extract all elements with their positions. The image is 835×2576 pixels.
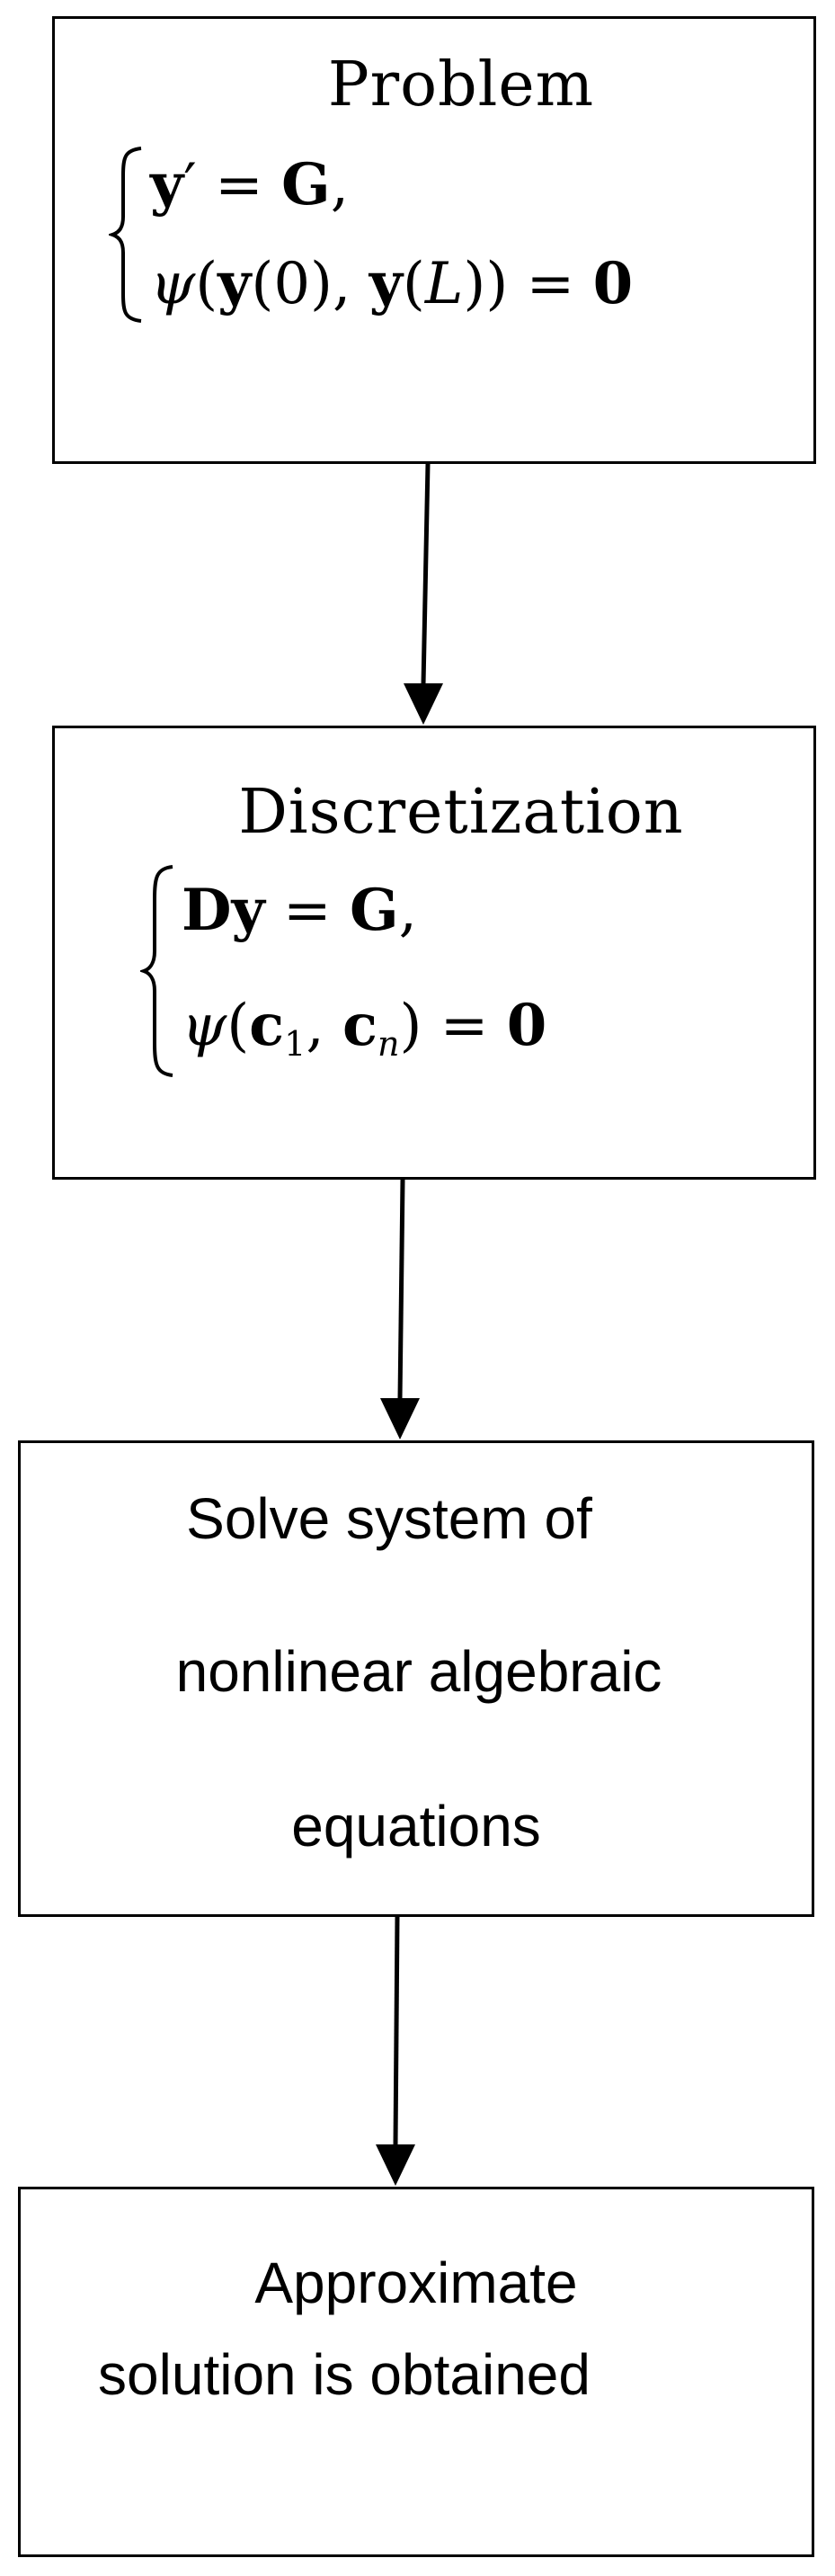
discretization-equation-1: Dy = G, [182,876,417,944]
problem-equation-system: y′ = G, ψ(y(0), y(L)) = 0 [109,145,633,325]
discretization-equation-system: Dy = G, ψ(c1, cn) = 0 [140,863,546,1079]
arrow-solve-to-result [376,1916,415,2186]
left-brace [140,863,176,1079]
result-text-line-2: solution is obtained [98,2342,591,2407]
arrow-discretization-to-solve [380,1179,420,1440]
solve-text-line-1: Solve system of [186,1486,592,1551]
discretization-title: Discretization [238,777,684,848]
solve-text-line-3: equations [291,1794,541,1858]
solve-text-line-2: nonlinear algebraic [175,1639,662,1704]
discretization-equation-2: ψ(c1, cn) = 0 [182,991,547,1064]
left-brace [109,145,145,325]
problem-box: Problem y′ = G, ψ(y(0), y(L)) = 0 [52,16,816,464]
discretization-box: Discretization Dy = G, ψ(c1, cn) = 0 [52,726,816,1180]
problem-equation-2: ψ(y(0), y(L)) = 0 [150,250,634,317]
problem-equation-1: y′ = G, [150,151,350,218]
problem-title: Problem [327,49,595,120]
result-text-line-1: Approximate [254,2251,578,2315]
result-box: Approximate solution is obtained [18,2187,814,2557]
arrow-problem-to-discretization [404,463,443,725]
solve-box: Solve system of nonlinear algebraic equa… [18,1440,814,1917]
